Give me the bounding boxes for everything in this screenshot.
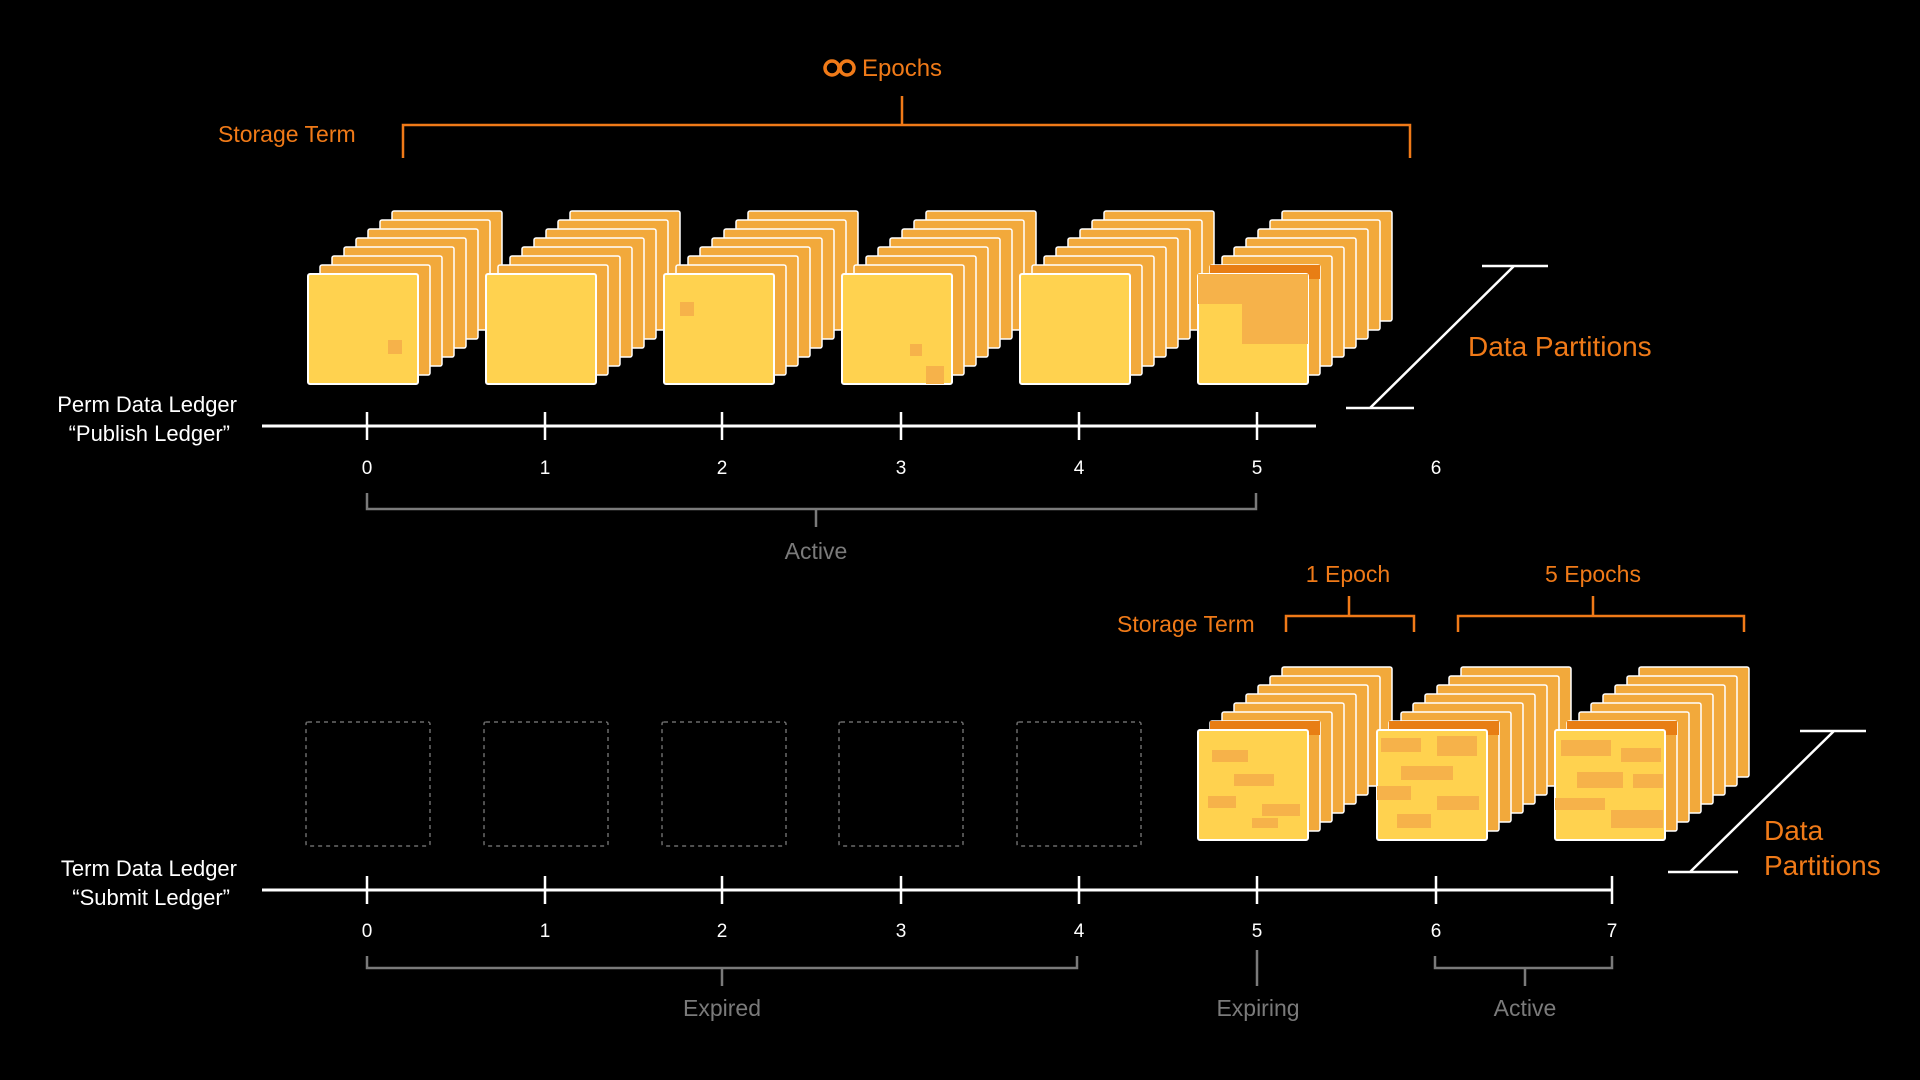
- expired-partition-slot: [483, 721, 609, 847]
- partition-chunk: [1577, 772, 1623, 788]
- term-partitions-bracket: [1668, 729, 1866, 874]
- timeline-tick-label: 2: [717, 458, 728, 479]
- partition-front-card: [841, 273, 953, 385]
- partition-front-card: [663, 273, 775, 385]
- partition-chunk: [1555, 798, 1605, 810]
- timeline-tick-label: 1: [540, 458, 551, 479]
- perm-storage-term-bracket: [401, 96, 1412, 158]
- timeline-tick-label: 6: [1431, 458, 1442, 479]
- term-storage-term-label: Storage Term: [1117, 611, 1255, 637]
- partition-chunk: [1252, 818, 1278, 828]
- term-active-label: Active: [1494, 995, 1557, 1021]
- expired-partition-slot: [1016, 721, 1142, 847]
- perm-partition-stack: [663, 210, 859, 385]
- partition-front-card: [485, 273, 597, 385]
- perm-active-label: Active: [785, 538, 848, 564]
- term-epoch5-label: 5 Epochs: [1545, 561, 1641, 587]
- perm-partitions: [307, 210, 1393, 385]
- perm-partition-stack: [1197, 210, 1393, 385]
- timeline-tick-label: 4: [1074, 921, 1085, 942]
- perm-partition-stack: [841, 210, 1037, 385]
- timeline-tick-label: 0: [362, 458, 373, 479]
- partition-chunk: [1437, 796, 1479, 810]
- expired-partition-slot: [305, 721, 431, 847]
- timeline-tick-label: 7: [1607, 921, 1618, 942]
- term-epoch5-bracket: [1456, 596, 1746, 632]
- term-epoch1-bracket: [1284, 596, 1416, 632]
- perm-partition-stack: [485, 210, 681, 385]
- perm-infinity-icon: [823, 59, 856, 77]
- term-ticks: 0 1 2 3 4 5 6 7: [362, 876, 1618, 942]
- term-partitions: [1197, 666, 1750, 841]
- timeline-tick-label: 3: [896, 921, 907, 942]
- timeline-tick-label: 2: [717, 921, 728, 942]
- partition-chunk: [1611, 810, 1663, 828]
- partition-chunk: [1377, 786, 1411, 800]
- perm-epochs-label: Epochs: [862, 55, 942, 82]
- partition-chunk: [910, 344, 922, 356]
- perm-ledger-title: Perm Data Ledger: [57, 392, 237, 417]
- timeline-tick-label: 4: [1074, 458, 1085, 479]
- term-active-bracket: [1433, 956, 1614, 986]
- partition-front-card: [307, 273, 419, 385]
- partition-chunk: [1621, 748, 1661, 762]
- partition-chunk: [1381, 738, 1421, 752]
- perm-partition-stack: [1019, 210, 1215, 385]
- partition-chunk: [1242, 304, 1308, 344]
- perm-partitions-bracket: [1346, 264, 1548, 410]
- term-expired-bracket: [365, 956, 1079, 986]
- partition-chunk: [1437, 736, 1477, 756]
- term-expiring-label: Expiring: [1216, 995, 1299, 1021]
- timeline-tick-label: 5: [1252, 921, 1263, 942]
- term-partition-stack: [1197, 666, 1393, 841]
- partition-chunk: [926, 366, 944, 384]
- timeline-tick-label: 3: [896, 458, 907, 479]
- partition-chunk: [1208, 796, 1236, 808]
- term-partitions-label-line2: Partitions: [1764, 850, 1881, 881]
- perm-ledger-subtitle: “Publish Ledger”: [69, 421, 230, 446]
- term-expired-slots: [305, 721, 1142, 847]
- partition-front-card: [1376, 729, 1488, 841]
- partition-chunk: [1561, 740, 1611, 756]
- partition-chunk: [1397, 814, 1431, 828]
- perm-storage-term-label: Storage Term: [218, 121, 356, 147]
- term-partitions-label-line1: Data: [1764, 815, 1824, 846]
- partition-chunk: [1262, 804, 1300, 816]
- term-ledger-title: Term Data Ledger: [61, 856, 237, 881]
- perm-ticks: 0 1 2 3 4 5 6: [362, 412, 1442, 479]
- term-ledger-subtitle: “Submit Ledger”: [72, 885, 230, 910]
- timeline-tick-label: 5: [1252, 458, 1263, 479]
- term-epoch1-label: 1 Epoch: [1306, 561, 1390, 587]
- term-partition-stack: [1554, 666, 1750, 841]
- perm-partitions-label: Data Partitions: [1468, 331, 1652, 362]
- partition-chunk: [1212, 750, 1248, 762]
- partition-chunk: [1401, 766, 1453, 780]
- expired-partition-slot: [661, 721, 787, 847]
- perm-active-bracket: [365, 493, 1258, 527]
- expired-partition-slot: [838, 721, 964, 847]
- timeline-tick-label: 1: [540, 921, 551, 942]
- perm-partition-stack: [307, 210, 503, 385]
- partition-chunk: [1198, 274, 1308, 304]
- timeline-tick-label: 6: [1431, 921, 1442, 942]
- partition-chunk: [1234, 774, 1274, 786]
- term-expired-label: Expired: [683, 995, 761, 1021]
- partition-chunk: [388, 340, 402, 354]
- timeline-tick-label: 0: [362, 921, 373, 942]
- partition-chunk: [1633, 774, 1663, 788]
- partition-front-card: [1019, 273, 1131, 385]
- term-partition-stack: [1376, 666, 1572, 841]
- partition-chunk: [680, 302, 694, 316]
